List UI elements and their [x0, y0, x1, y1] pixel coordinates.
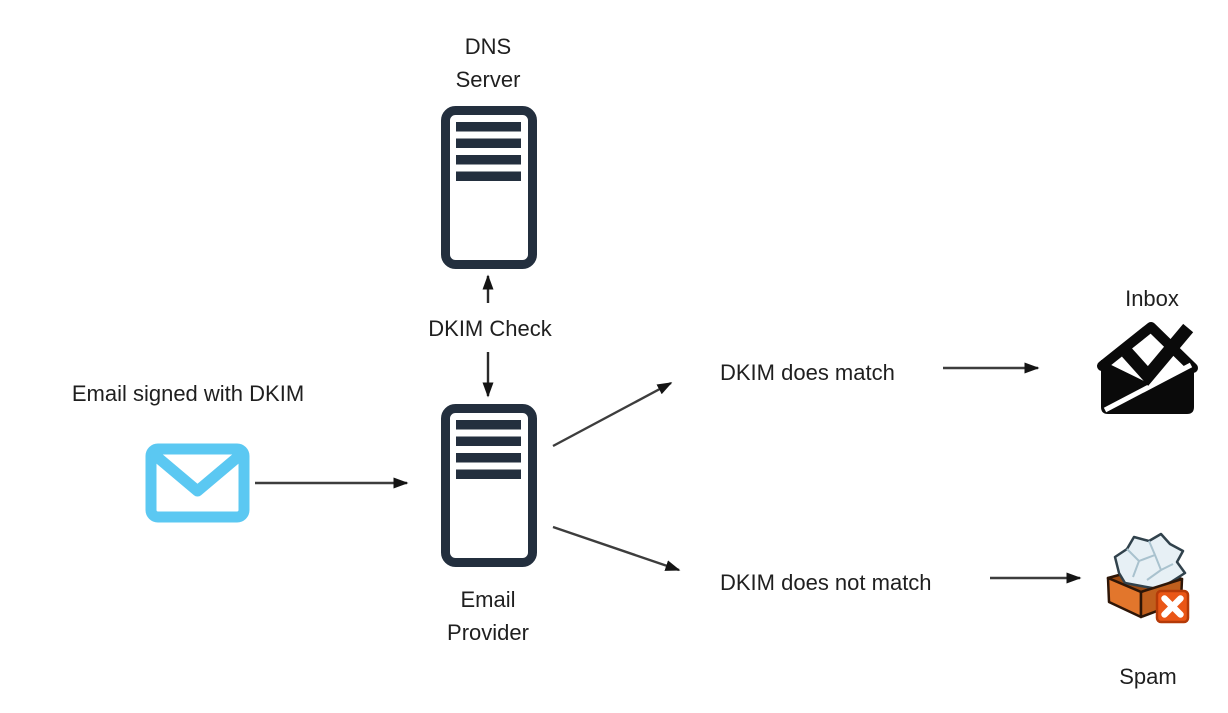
email-signed-label: Email signed with DKIM [71, 381, 305, 406]
email-provider-node [441, 403, 537, 568]
email-provider-label-line2: Provider [447, 620, 529, 645]
spam-label: Spam [1119, 664, 1177, 689]
dns-server-node [441, 106, 537, 269]
dkim-check-label: DKIM Check [428, 316, 552, 341]
server-icon [441, 404, 537, 567]
dns-server-label: DNS Server [456, 30, 521, 96]
inbox-label: Inbox [1125, 286, 1179, 311]
email-provider-label: Email Provider [447, 583, 529, 649]
dns-server-label-line1: DNS [464, 34, 512, 59]
server-icon [441, 106, 537, 269]
spam-node [1093, 531, 1193, 628]
inbox-check-icon [1097, 322, 1198, 414]
inbox-node [1094, 320, 1200, 420]
email-signed-node [145, 443, 250, 523]
dns-server-label-line2: Server [455, 67, 521, 92]
envelope-icon [145, 443, 250, 523]
email-provider-label-line1: Email [460, 587, 516, 612]
dkim-no-match-label: DKIM does not match [720, 570, 932, 595]
arrow-provider-to-match [552, 381, 673, 448]
spam-trash-icon [1106, 532, 1190, 624]
dkim-match-label: DKIM does match [720, 360, 895, 385]
arrow-provider-to-no-match [552, 525, 681, 572]
